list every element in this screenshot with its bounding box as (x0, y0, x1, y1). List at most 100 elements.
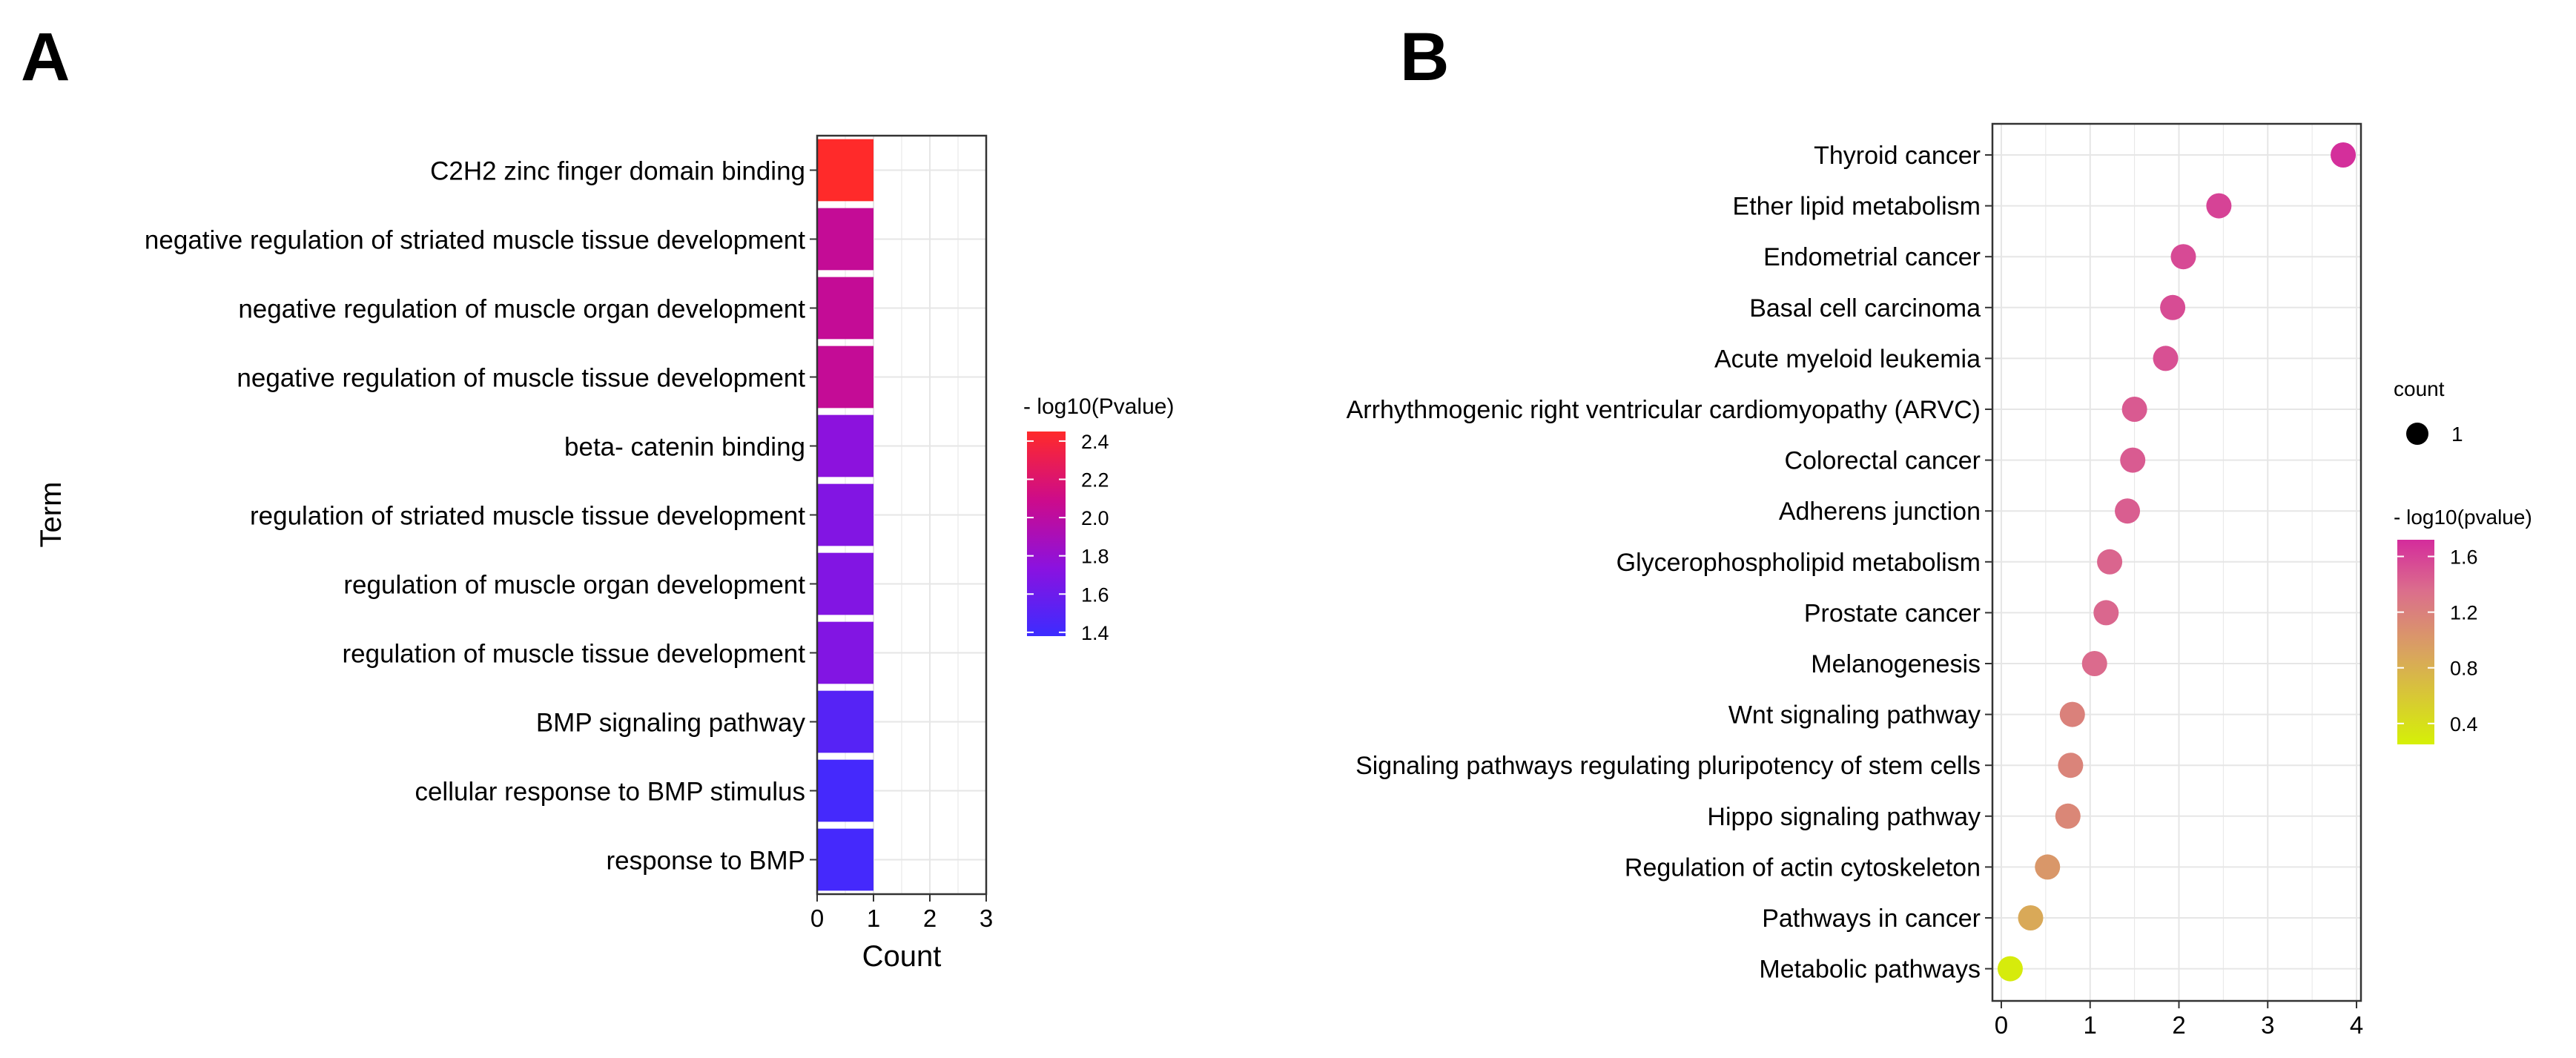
y-tick-label: Arrhythmogenic right ventricular cardiom… (1347, 396, 1981, 424)
legend-b-color-title: - log10(pvalue) (2394, 506, 2532, 529)
y-tick-label: Prostate cancer (1804, 599, 1981, 627)
bar (817, 414, 873, 477)
y-tick-label: cellular response to BMP stimulus (415, 778, 805, 807)
point (2115, 498, 2141, 524)
y-tick-label: beta- catenin binding (564, 433, 805, 462)
point (2058, 753, 2084, 778)
y-tick-label: Basal cell carcinoma (1749, 294, 1981, 323)
x-tick-label: 0 (810, 905, 824, 932)
y-tick-label: Metabolic pathways (1759, 956, 1981, 984)
plot-a-y-tick-labels: C2H2 zinc finger domain binding negative … (145, 157, 817, 876)
legend-tick-label: 1.2 (2450, 602, 2478, 624)
y-tick-label: Signaling pathways regulating pluripoten… (1355, 752, 1981, 780)
y-tick-label: Colorectal cancer (1784, 447, 1981, 475)
y-tick-label: Acute myeloid leukemia (1714, 345, 1981, 373)
point (2160, 294, 2186, 320)
y-tick-label: Pathways in cancer (1762, 905, 1981, 933)
y-tick-label: regulation of striated muscle tissue dev… (250, 502, 805, 531)
legend-a-colorbar (1027, 432, 1066, 636)
bar (817, 621, 873, 684)
legend-b-size-key (2406, 423, 2428, 445)
y-tick-label: Hippo signaling pathway (1707, 803, 1981, 831)
bar (817, 759, 873, 822)
x-tick-label: 4 (2350, 1011, 2363, 1039)
bar (817, 345, 873, 409)
y-tick-label: regulation of muscle organ development (343, 571, 805, 600)
y-tick-label: Ether lipid metabolism (1733, 193, 1981, 221)
y-axis-title-a: Term (35, 482, 67, 548)
point (2153, 345, 2179, 371)
x-tick-label: 3 (2261, 1011, 2274, 1039)
plot-a-x-ticks: 0 1 2 3 (810, 894, 993, 932)
bar (817, 552, 873, 615)
y-tick-label: Adherens junction (1779, 497, 1981, 526)
y-tick-label: negative regulation of striated muscle t… (145, 226, 805, 255)
bar (817, 139, 873, 202)
y-tick-label: negative regulation of muscle organ deve… (238, 295, 805, 324)
y-tick-label: Glycerophospholipid metabolism (1616, 549, 1981, 577)
plot-a-bars (817, 139, 873, 891)
panel-a: C2H2 zinc finger domain binding negative … (35, 134, 1174, 973)
y-tick-label: BMP signaling pathway (536, 709, 806, 738)
y-tick-label: regulation of muscle tissue development (342, 640, 805, 669)
legend-b-size-label: 1 (2451, 423, 2463, 446)
legend-tick-label: 1.6 (1081, 583, 1109, 606)
y-tick-label: C2H2 zinc finger domain binding (430, 157, 805, 186)
legend-tick-label: 0.4 (2450, 713, 2478, 735)
x-tick-label: 2 (2172, 1011, 2185, 1039)
point (2081, 651, 2107, 676)
legend-tick-label: 2.0 (1081, 507, 1109, 529)
legend-b-size-title: count (2394, 377, 2445, 400)
legend-tick-label: 0.8 (2450, 658, 2478, 680)
y-tick-label: negative regulation of muscle tissue dev… (237, 364, 805, 393)
plot-b-points (1997, 142, 2357, 982)
y-tick-label: Endometrial cancer (1763, 243, 1981, 271)
y-tick-label: Wnt signaling pathway (1728, 701, 1981, 730)
bar (817, 828, 873, 891)
legend-b: count 1 - log10(pvalue) 1.6 1.2 0.8 0.4 (2394, 377, 2532, 744)
bar (817, 208, 873, 271)
point (2055, 803, 2081, 829)
x-axis-title-a: Count (862, 940, 942, 973)
point (2018, 905, 2044, 930)
plot-b-x-ticks: 0 1 2 3 4 (1995, 1001, 2363, 1039)
point (2093, 600, 2119, 626)
legend-a: - log10(Pvalue) 2.4 2.2 2.0 1.8 1.6 1.4 (1023, 394, 1174, 644)
legend-tick-label: 1.8 (1081, 546, 1109, 568)
point (2206, 193, 2232, 219)
point (2331, 142, 2357, 168)
x-tick-label: 0 (1995, 1011, 2008, 1039)
legend-a-title: - log10(Pvalue) (1023, 394, 1174, 419)
point (1997, 956, 2023, 982)
point (2035, 854, 2061, 880)
panel-b-label: B (1400, 19, 1449, 95)
legend-tick-label: 2.4 (1081, 431, 1109, 453)
bar (817, 277, 873, 340)
x-tick-label: 1 (867, 905, 880, 932)
y-tick-label: Melanogenesis (1811, 650, 1981, 678)
point (2121, 397, 2147, 422)
point (2059, 701, 2085, 727)
legend-tick-label: 2.2 (1081, 469, 1109, 491)
legend-tick-label: 1.6 (2450, 546, 2478, 569)
point (2097, 549, 2123, 575)
bar (817, 483, 873, 546)
x-tick-label: 1 (2084, 1011, 2097, 1039)
y-tick-label: Thyroid cancer (1814, 142, 1981, 170)
legend-a-ticks: 2.4 2.2 2.0 1.8 1.6 1.4 (1027, 431, 1109, 644)
y-tick-label: Regulation of actin cytoskeleton (1625, 853, 1981, 882)
legend-b-ticks: 1.6 1.2 0.8 0.4 (2397, 546, 2478, 735)
bar (817, 690, 873, 753)
y-tick-label: response to BMP (607, 847, 805, 876)
legend-tick-label: 1.4 (1081, 622, 1109, 644)
point (2170, 244, 2196, 270)
plot-b-grid (1992, 124, 2361, 1001)
x-tick-label: 3 (980, 905, 993, 932)
x-tick-label: 2 (923, 905, 937, 932)
panel-a-label: A (21, 19, 70, 95)
legend-b-colorbar (2397, 540, 2434, 744)
point (2120, 447, 2146, 473)
